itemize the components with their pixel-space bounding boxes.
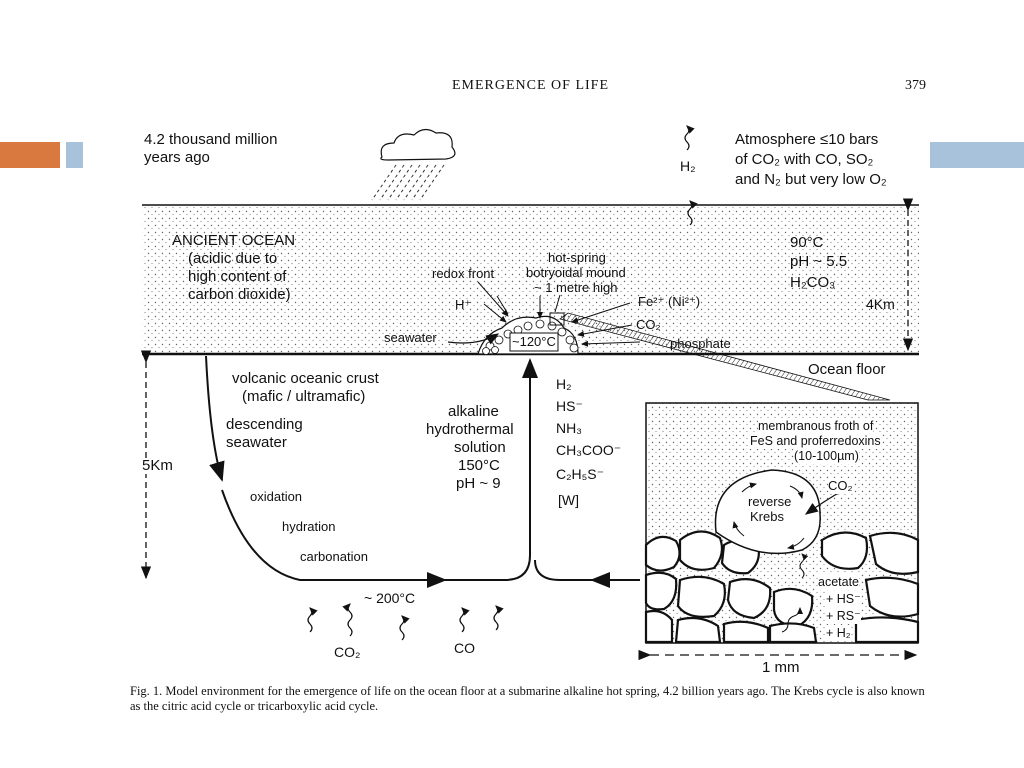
froth-vesicle [714, 469, 821, 555]
upflow-left-curve [440, 358, 538, 581]
inset-hs-label: + HS⁻ [826, 591, 861, 607]
scale-label: 1 mm [762, 659, 800, 676]
ocean-label-line1: ANCIENT OCEAN [172, 232, 296, 249]
process-oxidation: oxidation [250, 489, 303, 504]
running-title: EMERGENCE OF LIFE [452, 78, 609, 93]
redox-front-label: redox front [432, 266, 495, 281]
hydrothermal-line1: alkaline [448, 403, 499, 420]
hydrothermal-line3: solution [454, 439, 506, 456]
inset-froth-line3: (10-100µm) [794, 448, 859, 464]
hydrothermal-line2: hydrothermal [426, 421, 514, 438]
era-label-line1: 4.2 thousand million [144, 131, 278, 148]
solute-acetate: CH₃COO⁻ [556, 442, 622, 458]
inset-acetate-label: acetate [818, 574, 860, 590]
arrow-co2 [577, 324, 633, 337]
atmosphere-line2: of CO₂ with CO, SO₂ [735, 151, 874, 168]
arrow-slash-a [496, 295, 509, 315]
process-carbonation: carbonation [300, 549, 368, 564]
phosphate-label: phosphate [670, 336, 731, 351]
ocean-acid: H₂CO₃ [790, 274, 836, 291]
page-number: 379 [905, 78, 926, 93]
solute-ethanethiolate: C₂H₅S⁻ [556, 466, 605, 482]
accent-bar-left-blue [66, 142, 83, 168]
process-hydration: hydration [282, 519, 336, 534]
krebs-line2: Krebs [750, 509, 784, 524]
ocean-label-line3: high content of [188, 268, 287, 285]
h2-wavy-arrow-ocean [687, 200, 698, 226]
atmosphere-line3: and N₂ but very low O₂ [735, 171, 887, 188]
cloud [380, 128, 456, 161]
descending-seawater-path [205, 355, 225, 482]
inset-froth-line2: FeS and proferredoxins [750, 433, 881, 449]
arrow-slash-b [554, 294, 561, 313]
h2-wavy-arrow-top [684, 125, 695, 151]
hot-spring-line3: ~ 1 metre high [534, 280, 618, 295]
inset-wavy-b [781, 607, 803, 633]
arrow-fe [571, 302, 631, 323]
inset-co2-label: CO₂ [828, 478, 853, 494]
krebs-line1: reverse [748, 494, 792, 509]
seawater-label: seawater [384, 330, 437, 345]
bottom-wavy-arrows [307, 603, 504, 641]
ocean-floor-label: Ocean floor [808, 361, 886, 378]
hot-spring-line2: botryoidal mound [526, 265, 626, 280]
accent-bar-right-blue [930, 142, 1024, 168]
inset-cells [644, 530, 920, 644]
rain [371, 164, 445, 201]
flow-curve [221, 489, 447, 588]
crust-label-line2: (mafic / ultramafic) [242, 388, 366, 405]
mound-temp-label: ~120°C [512, 334, 556, 349]
figure-caption: Fig. 1. Model environment for the emerge… [130, 684, 925, 713]
ocean-label-line2: (acidic due to [188, 250, 278, 267]
descending-label-line1: descending [226, 416, 303, 433]
arrow-phosphate [581, 340, 641, 347]
inset-h2-label: + H₂ [826, 625, 851, 641]
solute-hs: HS⁻ [556, 398, 583, 414]
solute-h2: H₂ [556, 376, 572, 392]
inset-wavy-a [799, 553, 809, 579]
atmosphere-line1: Atmosphere ≤10 bars [735, 131, 879, 148]
h-plus-label: H⁺ [455, 297, 472, 312]
ocean-label-line4: carbon dioxide) [188, 286, 291, 303]
hydrothermal-line5: pH ~ 9 [456, 475, 501, 492]
solute-tungsten: [W] [558, 492, 579, 508]
arrow-hplus [483, 303, 507, 323]
co2-mound-label: CO₂ [636, 317, 661, 332]
hot-spring-line1: hot-spring [548, 250, 606, 265]
krebs-cycle-arrows [732, 482, 805, 550]
zoom-wedge [559, 312, 891, 401]
solute-nh3: NH₃ [556, 420, 582, 436]
fe-ni-label: Fe²⁺ (Ni²⁺) [638, 294, 701, 309]
hydrothermal-line4: 150°C [458, 457, 500, 474]
accent-bar-left-orange [0, 142, 60, 168]
descending-label-line2: seawater [226, 434, 287, 451]
crust-label-line1: volcanic oceanic crust [232, 370, 379, 387]
inset-rs-label: + RS⁻ [826, 608, 861, 624]
h2-label: H₂ [680, 158, 696, 174]
ocean-depth-label: 4Km [866, 296, 895, 312]
era-label-line2: years ago [144, 149, 210, 166]
crust-depth-label: 5Km [142, 457, 173, 474]
upflow-right-curve [534, 559, 640, 581]
ocean-ph: pH ~ 5.5 [790, 253, 848, 270]
bottom-co2-label: CO₂ [334, 644, 361, 660]
deep-temp-label: ~ 200°C [364, 590, 416, 606]
inset-froth-line1: membranous froth of [758, 418, 874, 434]
arrow-seawater [447, 333, 500, 345]
arrow-redox [477, 281, 509, 317]
mound-core [509, 332, 559, 352]
ocean-temp: 90°C [790, 234, 824, 251]
bottom-co-label: CO [454, 640, 475, 656]
